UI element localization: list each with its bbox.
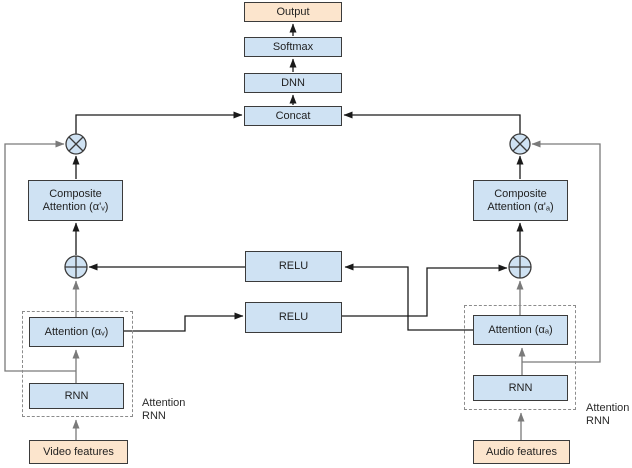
arrow-multiply-audio-to-concat xyxy=(343,111,521,135)
video-features-box: Video features xyxy=(29,440,128,464)
rnn-audio-box: RNN xyxy=(473,375,568,401)
composite-attention-audio-line1: Composite xyxy=(494,187,547,200)
attention-rnn-label-video-line1: Attention xyxy=(142,397,186,409)
composite-attention-audio-box: Composite Attention (α'ₐ) xyxy=(473,180,568,221)
attention-rnn-group-audio xyxy=(464,305,576,410)
add-node-audio-icon xyxy=(508,255,532,279)
multiply-node-video-icon xyxy=(65,133,87,155)
multiply-node-audio-icon xyxy=(509,133,531,155)
arrow-attention-video-to-relu-bottom xyxy=(124,312,244,332)
skip-line-audio-to-multiply xyxy=(522,140,601,363)
dnn-box: DNN xyxy=(244,73,342,93)
composite-attention-video-line1: Composite xyxy=(49,187,102,200)
attention-video-box: Attention (αᵥ) xyxy=(29,317,124,347)
rnn-video-box: RNN xyxy=(29,383,124,409)
softmax-box: Softmax xyxy=(244,37,342,57)
black-connectors xyxy=(72,23,524,332)
attention-rnn-group-video xyxy=(22,311,133,417)
skip-line-video-to-multiply xyxy=(4,140,76,372)
relu-bottom-box: RELU xyxy=(245,302,342,333)
concat-box: Concat xyxy=(244,106,342,126)
composite-attention-audio-line2: Attention (α'ₐ) xyxy=(487,200,554,213)
composite-attention-video-line2: Attention (α'ᵥ) xyxy=(42,200,109,213)
arrow-relu-bottom-to-add-audio xyxy=(342,264,508,317)
attention-audio-box: Attention (αₐ) xyxy=(473,315,568,345)
relu-top-box: RELU xyxy=(245,251,342,282)
composite-attention-video-box: Composite Attention (α'ᵥ) xyxy=(28,180,123,221)
attention-rnn-label-video: Attention RNN xyxy=(142,397,185,423)
attention-rnn-label-audio-line2: RNN xyxy=(586,415,610,427)
attention-rnn-label-audio: Attention RNN xyxy=(586,402,629,428)
audio-features-box: Audio features xyxy=(473,440,570,464)
add-node-video-icon xyxy=(64,255,88,279)
arrow-attention-audio-to-relu-top xyxy=(344,263,473,331)
output-box: Output xyxy=(244,2,342,22)
arrow-multiply-video-to-concat xyxy=(75,111,243,135)
gray-connectors xyxy=(4,140,601,440)
attention-rnn-label-video-line2: RNN xyxy=(142,410,166,422)
attention-rnn-label-audio-line1: Attention xyxy=(586,402,630,414)
